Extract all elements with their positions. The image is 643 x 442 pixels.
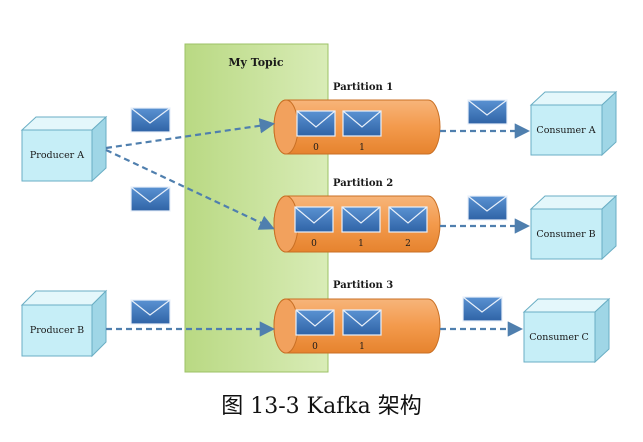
envelope-icon [295,309,335,336]
consumer-label: Consumer B [536,229,595,240]
consumer-a-box: Consumer A [529,90,618,157]
offset-label: 1 [359,342,365,352]
producer-b-box: Producer B [20,289,108,358]
offset-label: 0 [311,239,317,249]
offset-label: 0 [313,143,319,153]
flow-arrows [105,118,531,337]
partition-3: Partition 3 0 1 [273,280,441,354]
envelope-icon [467,195,508,221]
envelope-icon [294,206,334,233]
producer-a-box: Producer A [20,115,108,183]
offset-label: 1 [358,239,364,249]
topic-label: My Topic [228,56,284,69]
consumer-b-box: Consumer B [529,194,618,261]
arrow-producer-a-to-partition-2 [105,149,275,230]
figure-caption: 图 13-3 Kafka 架构 [221,394,422,419]
offset-label: 1 [359,143,365,153]
consumer-label: Consumer A [536,125,595,136]
envelope-icon [342,309,382,336]
offset-label: 2 [405,239,411,249]
envelope-icon [467,99,508,125]
envelope-icon [462,296,503,322]
producer-label: Producer B [30,325,84,336]
envelope-icon [130,186,171,212]
partition-1: Partition 1 0 1 [273,82,441,155]
envelope-icon [130,299,171,325]
envelope-icon [341,206,381,233]
partition-2: Partition 2 0 1 2 [273,178,441,253]
partition-label: Partition 2 [333,178,393,189]
arrow-producer-a-to-partition-1 [105,118,276,150]
envelope-icon [342,110,382,137]
producer-label: Producer A [30,150,84,161]
envelope-icon [130,107,171,133]
offset-label: 0 [312,342,318,352]
consumer-label: Consumer C [529,332,589,343]
partition-label: Partition 3 [333,280,393,291]
partition-label: Partition 1 [333,82,393,93]
envelope-icon [388,206,428,233]
consumer-c-box: Consumer C [522,297,611,364]
envelope-icon [296,110,336,137]
